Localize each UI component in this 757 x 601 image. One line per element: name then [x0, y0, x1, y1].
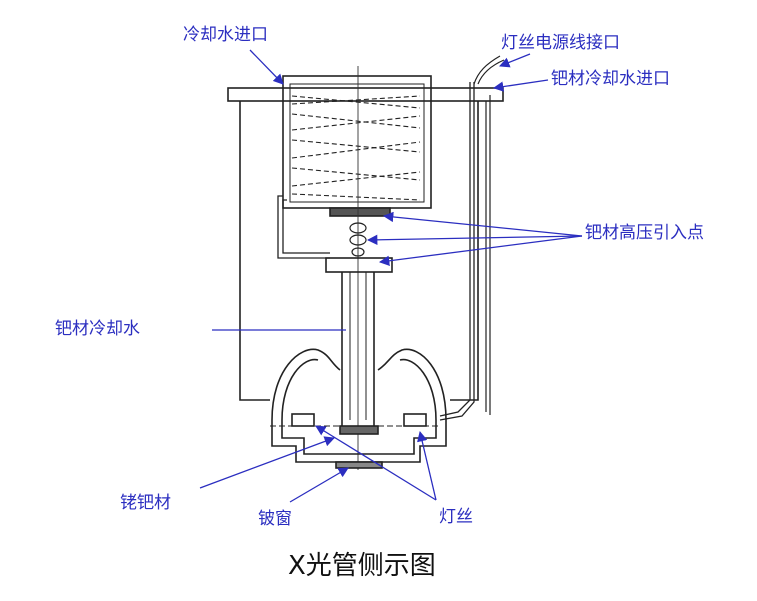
label-target-hv-entry: 钯材高压引入点: [585, 223, 704, 243]
label-beryllium-window: 铍窗: [258, 509, 292, 529]
diagram-caption: X光管侧示图: [288, 551, 436, 581]
connecting-pipes: [277, 82, 475, 421]
label-target-cooling-water: 钯材冷却水: [55, 319, 140, 339]
anode-stem: [325, 257, 393, 435]
hv-entry-beads: [349, 222, 367, 257]
base-housing: [270, 413, 447, 469]
label-filament: 灯丝: [439, 507, 473, 527]
filament-wire: [473, 55, 501, 85]
dome-shields: [271, 348, 447, 421]
label-tungsten-target: 铑钯材: [120, 493, 171, 513]
leader-lines: [199, 49, 583, 503]
label-target-cooling-water-inlet: 钯材冷却水进口: [551, 69, 670, 89]
cooling-vessel: [282, 75, 432, 217]
tube-housing: [227, 87, 504, 415]
label-filament-power-inlet: 灯丝电源线接口: [501, 33, 620, 53]
label-cooling-water-inlet: 冷却水进口: [183, 25, 268, 45]
